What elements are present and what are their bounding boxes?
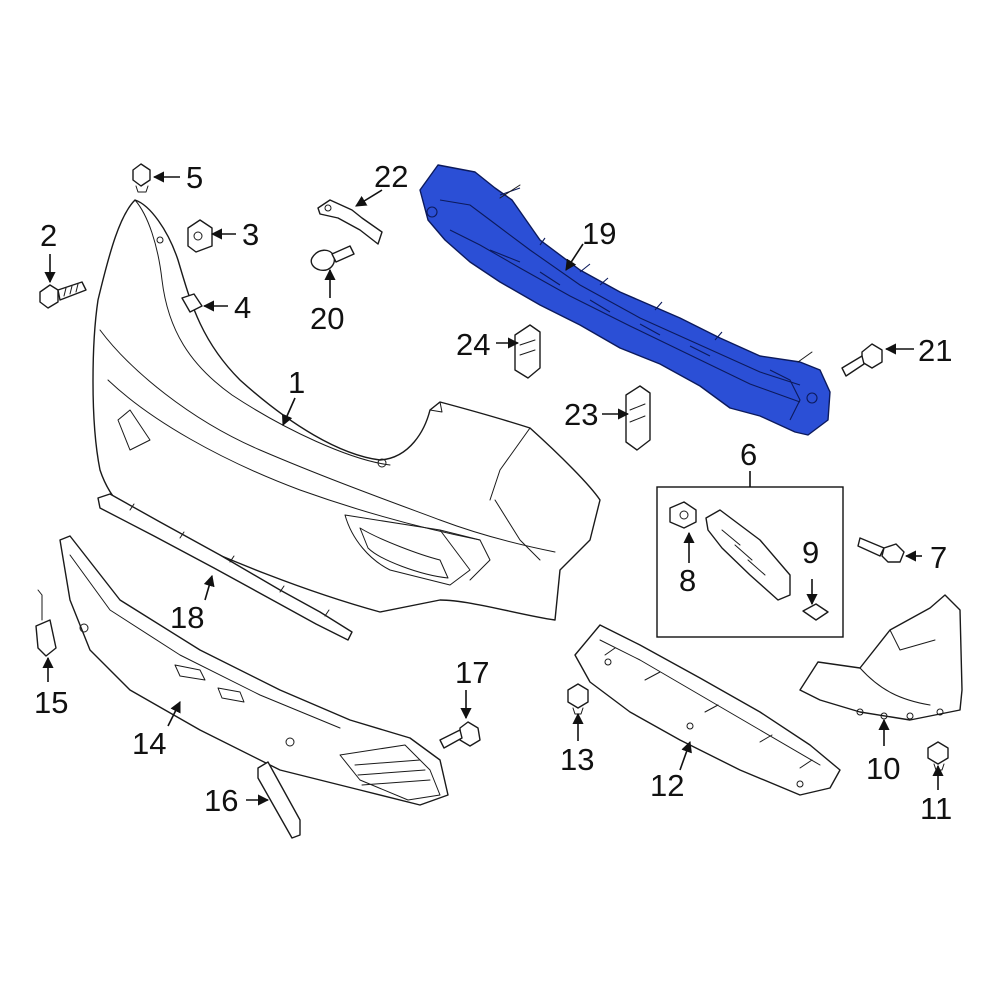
callout-3: 3 [242, 217, 259, 252]
bracket-part-23[interactable] [625, 385, 651, 451]
bumper-reinforcement-part-19[interactable] [419, 164, 831, 436]
screw-part-11[interactable] [927, 741, 949, 771]
bolt-part-2[interactable] [39, 281, 87, 309]
callout-20: 20 [310, 301, 344, 336]
bolt-part-17[interactable] [439, 721, 481, 749]
lower-shield-part-12[interactable] [574, 624, 841, 796]
callout-5: 5 [186, 160, 203, 195]
callout-4: 4 [234, 290, 251, 325]
clip-part-8[interactable] [669, 501, 697, 529]
callout-22: 22 [374, 159, 408, 194]
bracket-part-22[interactable] [317, 199, 383, 245]
bolt-part-21[interactable] [841, 343, 883, 377]
callout-11: 11 [920, 791, 952, 826]
callout-10: 10 [866, 751, 900, 786]
bumper-cover-part[interactable] [92, 199, 601, 621]
sensor-part-15[interactable] [35, 589, 57, 657]
callout-15: 15 [34, 685, 68, 720]
molding-strip-part-18[interactable] [97, 493, 353, 641]
callout-6: 6 [740, 437, 757, 472]
grommet-part-20[interactable] [310, 245, 355, 271]
callout-7: 7 [930, 540, 947, 575]
callout-12: 12 [650, 768, 684, 803]
bracket-part-24[interactable] [514, 324, 541, 379]
splash-shield-part-10[interactable] [799, 594, 963, 721]
callout-16: 16 [204, 783, 238, 818]
bracket-inset-part[interactable] [705, 509, 791, 601]
callout-13: 13 [560, 742, 594, 777]
nut-clip-part-4[interactable] [181, 293, 203, 313]
lower-valance-part-14[interactable] [59, 535, 449, 806]
callout-9: 9 [802, 535, 819, 570]
callout-leaders [42, 171, 944, 806]
reflector-part-16[interactable] [257, 761, 301, 839]
callout-2: 2 [40, 218, 57, 253]
callout-8: 8 [679, 563, 696, 598]
callout-21: 21 [918, 333, 952, 368]
bolt-part-7[interactable] [857, 537, 905, 563]
callout-24: 24 [456, 327, 490, 362]
callout-1: 1 [288, 365, 305, 400]
callout-18: 18 [170, 600, 204, 635]
screw-part-13[interactable] [567, 683, 589, 715]
callout-23: 23 [564, 397, 598, 432]
nut-part-9[interactable] [802, 603, 829, 621]
callout-19: 19 [582, 216, 616, 251]
callout-14: 14 [132, 726, 166, 761]
callout-labels: 1 2 3 4 5 6 7 8 9 10 11 12 13 14 15 16 1… [34, 159, 952, 826]
clip-part-3[interactable] [187, 219, 213, 253]
callout-17: 17 [455, 655, 489, 690]
screw-part-5[interactable] [132, 163, 151, 193]
